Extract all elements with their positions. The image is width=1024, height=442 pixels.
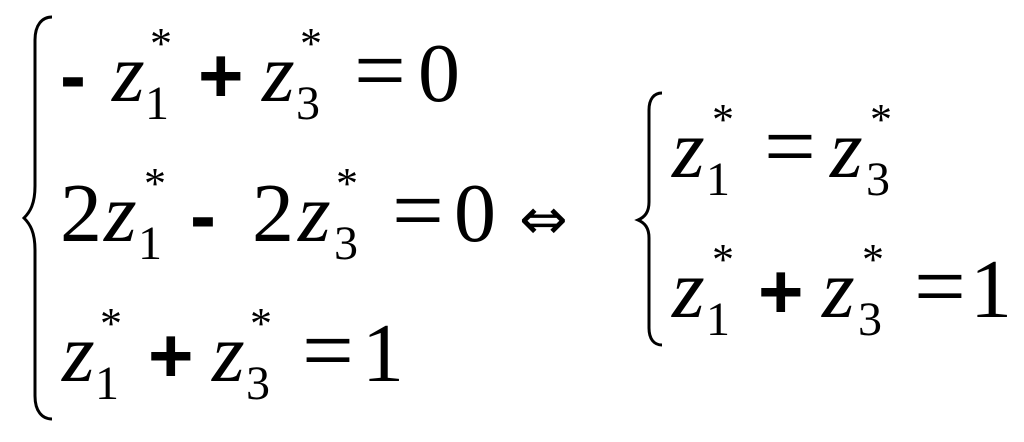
- constant-term: 1: [362, 307, 404, 400]
- superscript-star: *: [300, 19, 322, 68]
- subscript-index: 1: [138, 217, 162, 270]
- superscript-star: *: [862, 235, 884, 284]
- variable-z: z: [830, 103, 863, 196]
- variable-z: z: [104, 167, 137, 260]
- superscript-star: *: [712, 95, 734, 144]
- superscript-star: *: [150, 19, 172, 68]
- subscript-index: 1: [145, 77, 169, 130]
- right-equation-2: z * 1 + z * 3 = 1: [0, 238, 1024, 364]
- equals-sign: =: [914, 235, 966, 337]
- variable-z: z: [822, 243, 855, 336]
- constant-term: 1: [970, 243, 1012, 336]
- coefficient: 2: [252, 167, 294, 260]
- variable-z: z: [62, 307, 95, 400]
- variable-z: z: [112, 27, 145, 120]
- plus-sign: +: [198, 31, 244, 119]
- left-equation-1: - z * 1 + z * 3 = 0: [0, 22, 520, 148]
- subscript-index: 1: [95, 357, 119, 410]
- superscript-star: *: [336, 159, 358, 208]
- superscript-star: *: [712, 235, 734, 284]
- variable-z: z: [672, 103, 705, 196]
- right-system-brace: [632, 90, 666, 348]
- equals-sign: =: [302, 299, 354, 401]
- plus-sign: +: [758, 247, 804, 335]
- coefficient: 2: [60, 167, 102, 260]
- constant-term: 0: [454, 167, 496, 260]
- subscript-index: 3: [246, 357, 270, 410]
- variable-z: z: [298, 167, 331, 260]
- variable-z: z: [212, 307, 245, 400]
- left-system-brace: [18, 14, 58, 424]
- superscript-star: *: [100, 299, 122, 348]
- equals-sign: =: [392, 159, 444, 261]
- equals-sign: =: [764, 95, 816, 197]
- variable-z: z: [262, 27, 295, 120]
- subscript-index: 3: [866, 153, 890, 206]
- equals-sign: =: [354, 19, 406, 121]
- subscript-index: 3: [334, 217, 358, 270]
- left-equation-2: 2 z * 1 - 2 z * 3 = 0: [0, 162, 520, 288]
- subscript-index: 1: [706, 153, 730, 206]
- plus-sign: +: [148, 311, 194, 399]
- minus-sign: -: [60, 31, 86, 119]
- subscript-index: 3: [296, 77, 320, 130]
- right-equation-1: z * 1 = z * 3: [0, 98, 1024, 224]
- subscript-index: 1: [706, 293, 730, 346]
- superscript-star: *: [870, 95, 892, 144]
- variable-z: z: [672, 243, 705, 336]
- equivalence-arrow-icon: ⇔: [519, 185, 568, 253]
- superscript-star: *: [250, 299, 272, 348]
- left-equation-3: z * 1 + z * 3 = 1: [0, 302, 520, 428]
- superscript-star: *: [144, 159, 166, 208]
- minus-sign: -: [190, 171, 216, 259]
- constant-term: 0: [418, 27, 460, 120]
- subscript-index: 3: [858, 293, 882, 346]
